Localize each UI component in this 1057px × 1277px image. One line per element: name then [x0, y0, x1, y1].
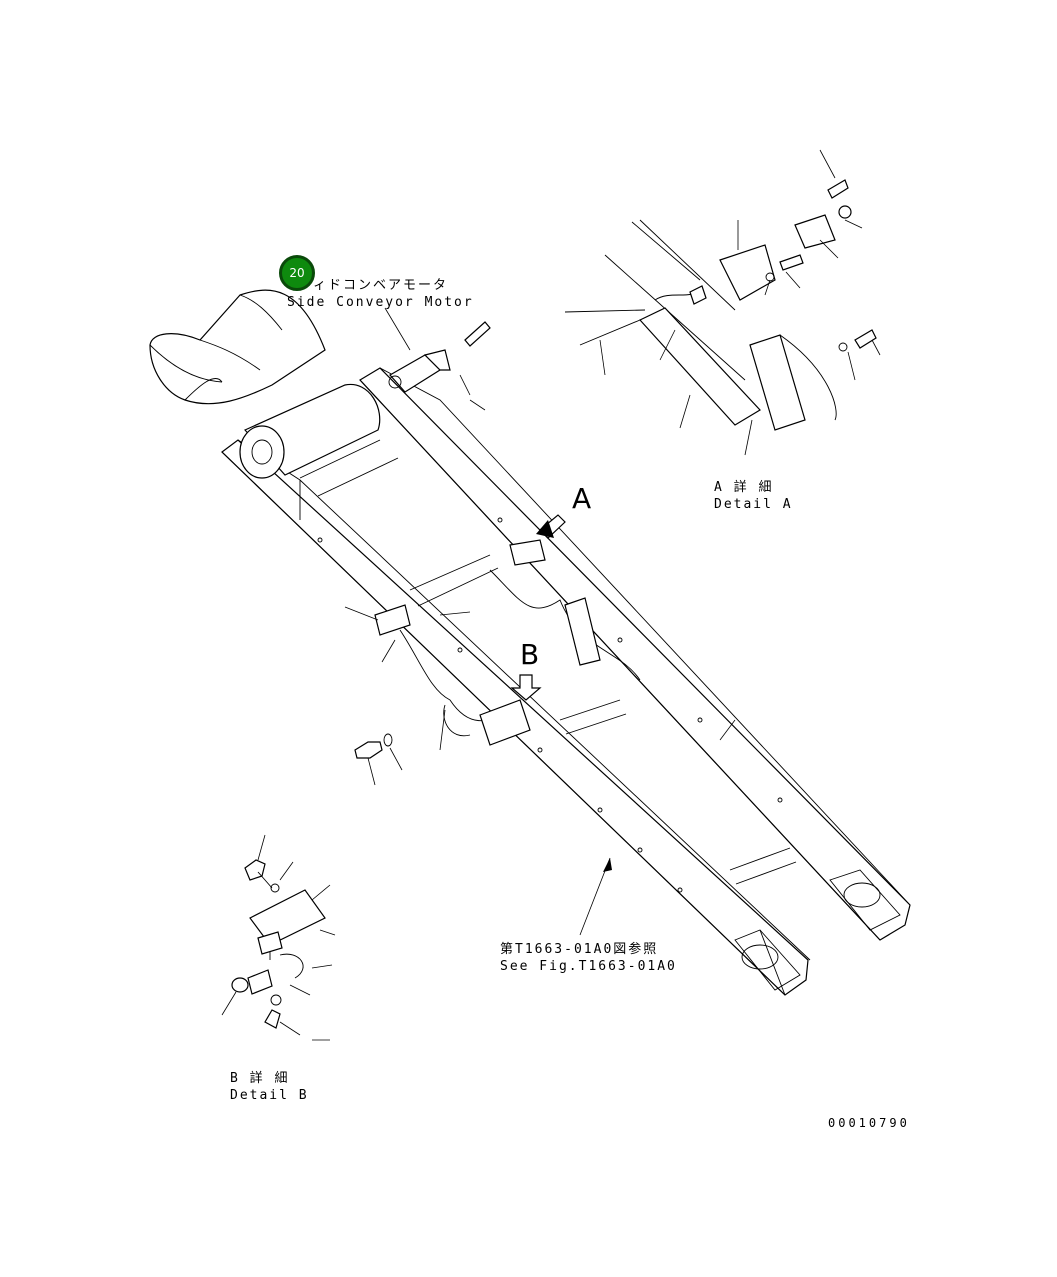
detail-a-assembly [564, 149, 881, 456]
reference-label-en: See Fig.T1663-01A0 [500, 959, 677, 974]
side-conveyor-motor [384, 307, 491, 393]
detail-b-assembly [221, 834, 336, 1041]
reference-leader [579, 857, 612, 936]
drive-drum [239, 383, 381, 479]
detail-b-label-en: Detail B [230, 1088, 309, 1103]
motor-label-en: Side Conveyor Motor [287, 295, 474, 310]
view-arrow-b [510, 674, 542, 701]
part-callout-20[interactable]: 20 [279, 255, 315, 291]
detail-b-letter: B [520, 638, 540, 671]
motor-label-ja: ィドコンベアモータ [313, 278, 449, 293]
drawing-number: 00010790 [828, 1116, 910, 1130]
detail-a-label-en: Detail A [714, 497, 793, 512]
conveyor-frame [221, 367, 911, 996]
detail-b-label-ja: B 詳 細 [230, 1071, 290, 1086]
frame-bolt [344, 374, 736, 786]
wire-harness [374, 539, 641, 746]
detail-a-label-ja: A 詳 細 [714, 480, 774, 495]
view-arrow-a [536, 514, 566, 539]
reference-label-ja: 第T1663-01A0図参照 [500, 942, 659, 957]
detail-a-letter: A [572, 482, 592, 515]
conveyor-belt [149, 289, 326, 405]
